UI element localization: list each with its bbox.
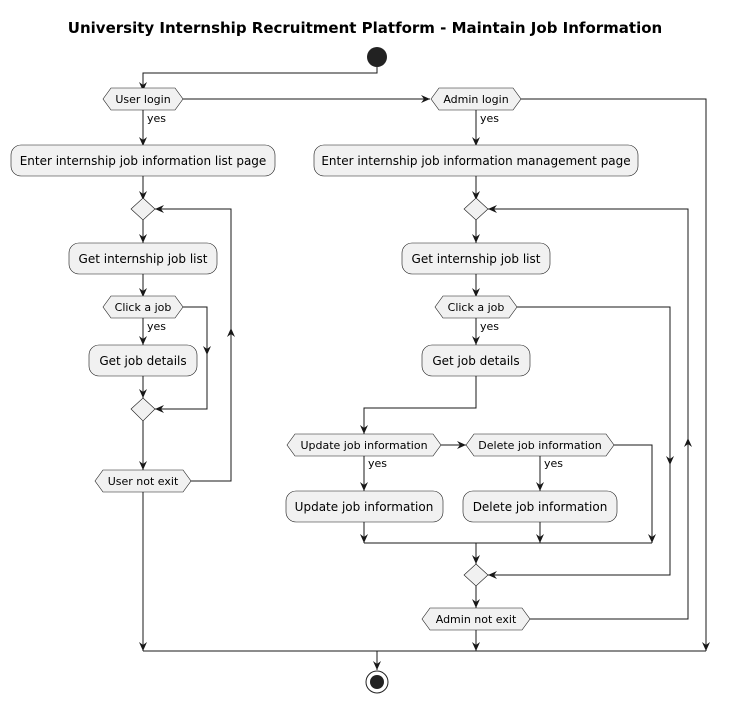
- svg-text:Click a job: Click a job: [448, 301, 505, 314]
- decision-admin-login: Admin login: [430, 87, 522, 111]
- diagram-title: University Internship Recruitment Platfo…: [68, 19, 662, 37]
- decision-user-not-exit: User not exit: [94, 469, 192, 493]
- action-user-get-list: Get internship job list: [68, 242, 218, 275]
- merge-user-click: [130, 397, 156, 422]
- svg-text:Delete job information: Delete job information: [473, 500, 608, 514]
- label-yes-user-click: yes: [147, 320, 166, 333]
- svg-text:Get internship job list: Get internship job list: [79, 252, 208, 266]
- svg-text:Get internship job list: Get internship job list: [412, 252, 541, 266]
- label-yes-admin-click: yes: [480, 320, 499, 333]
- svg-text:Admin not exit: Admin not exit: [436, 613, 517, 626]
- svg-text:Get job details: Get job details: [432, 354, 519, 368]
- action-user-get-details: Get job details: [88, 344, 198, 377]
- action-admin-get-details: Get job details: [421, 344, 531, 377]
- svg-text:Enter internship job informati: Enter internship job information list pa…: [20, 154, 267, 168]
- label-yes-user-login: yes: [147, 112, 166, 125]
- arrowheads: [139, 82, 710, 670]
- merge-admin-actions: [463, 563, 489, 587]
- action-enter-management-page: Enter internship job information managem…: [313, 144, 639, 177]
- svg-text:Admin login: Admin login: [443, 93, 508, 106]
- label-yes-admin-login: yes: [480, 112, 499, 125]
- decision-admin-click-job: Click a job: [434, 295, 518, 319]
- decision-delete-job: Delete job information: [465, 433, 615, 457]
- end-node: [365, 670, 389, 694]
- merge-user-loop: [130, 197, 156, 221]
- svg-text:Delete job information: Delete job information: [478, 439, 601, 452]
- decision-update-job: Update job information: [286, 433, 442, 457]
- svg-text:Enter internship job informati: Enter internship job information managem…: [321, 154, 630, 168]
- label-yes-update: yes: [368, 457, 387, 470]
- svg-text:User login: User login: [115, 93, 170, 106]
- action-delete-job: Delete job information: [462, 490, 618, 523]
- action-update-job: Update job information: [285, 490, 444, 523]
- svg-text:User not exit: User not exit: [108, 475, 179, 488]
- decision-user-click-job: Click a job: [102, 295, 184, 319]
- action-admin-get-list: Get internship job list: [401, 242, 551, 275]
- start-node: [367, 47, 387, 67]
- decision-user-login: User login: [102, 87, 184, 111]
- svg-text:Update job information: Update job information: [295, 500, 434, 514]
- svg-text:Get job details: Get job details: [99, 354, 186, 368]
- svg-text:Click a job: Click a job: [115, 301, 172, 314]
- action-enter-list-page: Enter internship job information list pa…: [10, 144, 276, 177]
- svg-text:Update job information: Update job information: [300, 439, 427, 452]
- decision-admin-not-exit: Admin not exit: [421, 607, 531, 631]
- merge-admin-loop: [463, 197, 489, 221]
- label-yes-delete: yes: [544, 457, 563, 470]
